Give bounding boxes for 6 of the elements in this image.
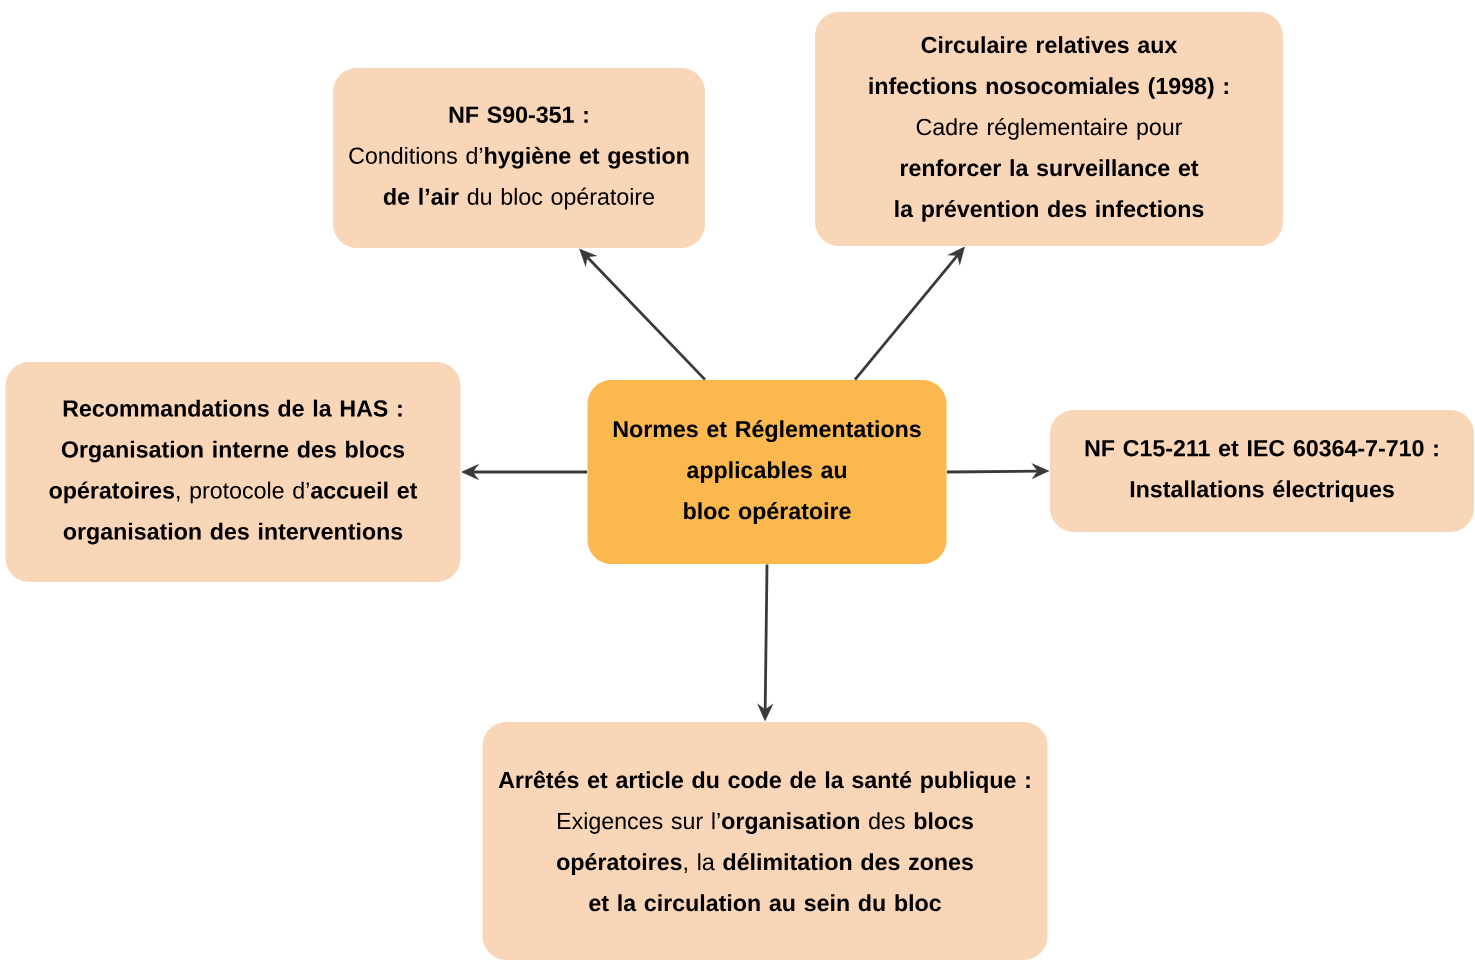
topic-box: Recommandations de la HAS : Organisation interne des blocs opératoires, protocole d’accueil et organisation des interventions [5, 362, 461, 582]
central-topic-box: Normes et Réglementations applicables au bloc opératoire [587, 380, 947, 564]
topic-box: Circulaire relatives aux infections nosocomiales (1998) : Cadre réglementaire pour renforcer la surveillance et la prévention des infections [815, 12, 1284, 246]
topic-box: Arrêtés et article du code de la santé publique : Exigences sur l’organisation des blocs opératoires, la délimitation des zones et la circulation au sein du bloc [482, 722, 1048, 960]
topic-box: NF C15-211 et IEC 60364-7-710 : Installations électriques [1050, 410, 1475, 532]
topic-box: NF S90-351 : Conditions d’hygiène et gestion de l’air du bloc opératoire [333, 68, 705, 248]
